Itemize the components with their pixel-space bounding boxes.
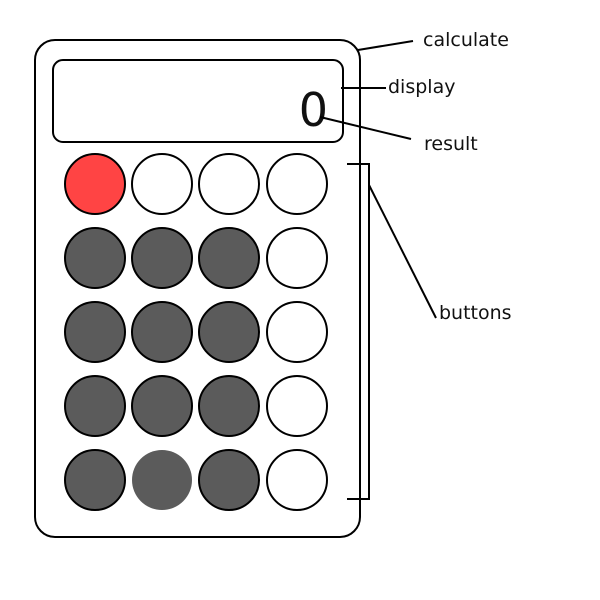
calculator-button-r3-c4 bbox=[266, 301, 328, 363]
result-label: result bbox=[424, 133, 478, 155]
calculator-button-r1-c4 bbox=[266, 153, 328, 215]
display-result-value: 0 bbox=[299, 83, 328, 137]
calculator-button-r2-c1 bbox=[64, 227, 126, 289]
calculate-label: calculate bbox=[423, 29, 509, 51]
calculator-button-r2-c2 bbox=[131, 227, 193, 289]
calculator-button-r5-c1 bbox=[64, 449, 126, 511]
calculator-button-r4-c4 bbox=[266, 375, 328, 437]
buttons-label: buttons bbox=[439, 302, 512, 324]
calculator-button-r5-c3 bbox=[198, 449, 260, 511]
buttons-bracket bbox=[347, 163, 370, 500]
calculator-button-r2-c4 bbox=[266, 227, 328, 289]
calculator-button-r5-c4 bbox=[266, 449, 328, 511]
result-leader-line bbox=[319, 116, 412, 140]
calculator-button-r1-c2 bbox=[131, 153, 193, 215]
calculator-button-r3-c3 bbox=[198, 301, 260, 363]
display-label: display bbox=[388, 76, 455, 98]
button-grid bbox=[64, 153, 328, 511]
calculator-button-r4-c2 bbox=[131, 375, 193, 437]
calculator-button-r4-c1 bbox=[64, 375, 126, 437]
calculator-button-r2-c3 bbox=[198, 227, 260, 289]
calculate-leader-line bbox=[357, 40, 414, 51]
buttons-leader-line bbox=[368, 184, 437, 319]
calculator-button-r4-c3 bbox=[198, 375, 260, 437]
display-screen bbox=[52, 59, 344, 143]
calculator-button-r3-c1 bbox=[64, 301, 126, 363]
calculator-button-r5-c2 bbox=[132, 450, 192, 510]
calculator-button-r1-c3 bbox=[198, 153, 260, 215]
calculator-button-r1-c1 bbox=[64, 153, 126, 215]
calculator-button-r3-c2 bbox=[131, 301, 193, 363]
